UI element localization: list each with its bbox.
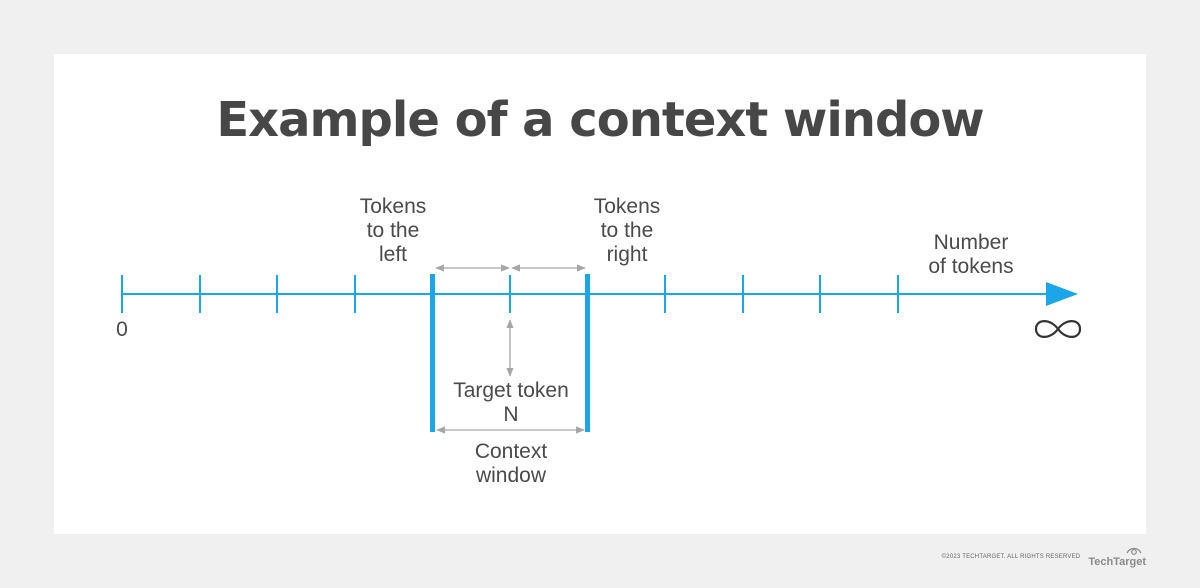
copyright-text: ©2023 TECHTARGET. ALL RIGHTS RESERVED bbox=[941, 554, 1081, 560]
tokens-right-label: Tokens to the right bbox=[593, 195, 661, 266]
context-window-left-boundary bbox=[430, 274, 435, 432]
footer: ©2023 TECHTARGET. ALL RIGHTS RESERVED Te… bbox=[942, 546, 1146, 568]
diagram-title: Example of a context window bbox=[216, 92, 984, 148]
axis-arrowhead bbox=[1046, 282, 1078, 306]
infinity-icon bbox=[1034, 320, 1082, 338]
techtarget-logo: TechTarget bbox=[1088, 546, 1146, 568]
tokens-left-label: Tokens to the left bbox=[359, 195, 427, 266]
target-token-label: Target token N bbox=[453, 379, 569, 426]
eye-icon bbox=[1126, 547, 1142, 555]
brand-name: TechTarget bbox=[1088, 556, 1146, 568]
number-of-tokens-label: Number of tokens bbox=[928, 231, 1014, 278]
context-window-label: Context window bbox=[474, 440, 548, 487]
context-window-right-boundary bbox=[585, 274, 590, 432]
axis-start-label: 0 bbox=[116, 318, 128, 341]
